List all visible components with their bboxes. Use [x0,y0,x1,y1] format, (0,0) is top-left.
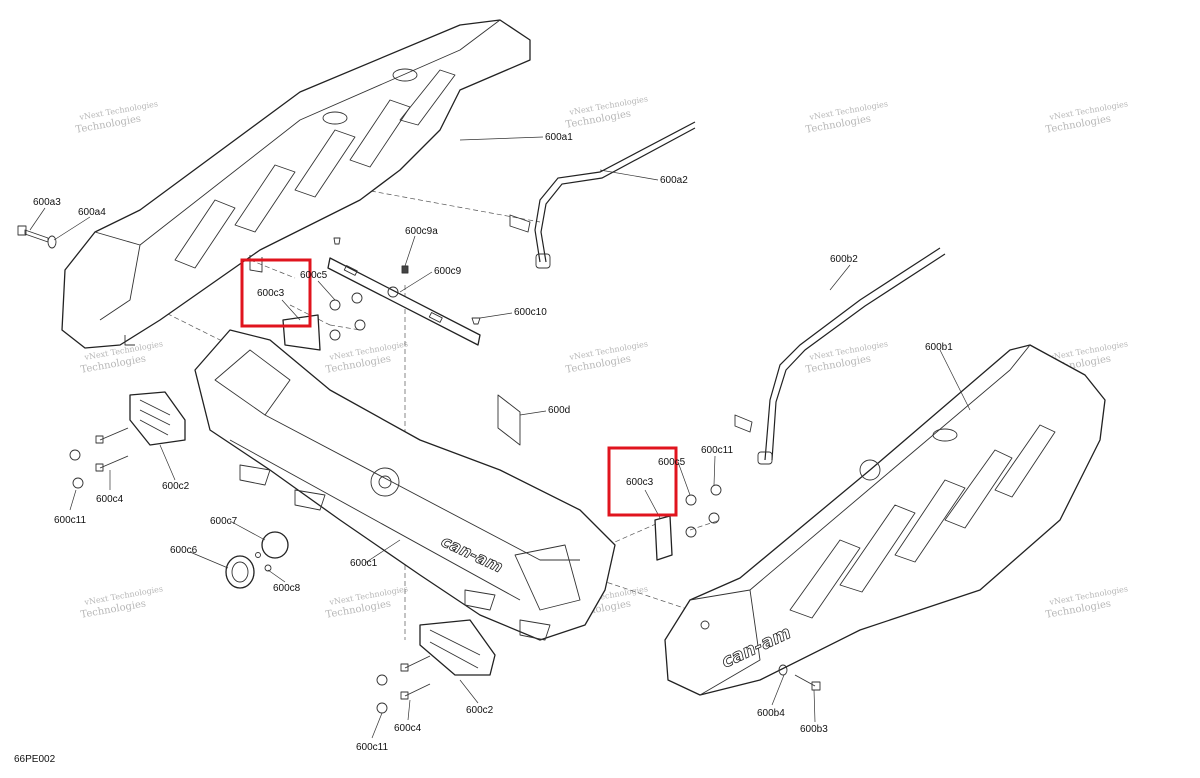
label-600c2-upper: 600c2 [162,481,190,492]
label-600b3: 600b3 [800,724,828,735]
label-600c4-lower: 600c4 [394,723,422,734]
part-labels: 600a1 600a2 600a3 600a4 600c9a 600c9 600… [33,132,953,753]
label-600c1: 600c1 [350,558,378,569]
watermark: vNext Technologies Technologies [325,339,409,376]
label-600c8: 600c8 [273,583,301,594]
label-600a3: 600a3 [33,197,61,208]
watermark: vNext Technologies Technologies [1045,99,1129,136]
part-600c6-emblem [225,555,255,589]
label-600a4: 600a4 [78,207,106,218]
label-600a1: 600a1 [545,132,573,143]
part-600c8-screws [255,552,272,572]
part-600a1-upper-rail [61,19,531,349]
leader-lines [29,136,971,739]
part-600c4-bolts [95,427,431,700]
label-600c3-left: 600c3 [257,288,285,299]
part-600b2-bar [734,247,946,465]
watermark: vNext Technologies Technologies [805,339,889,376]
label-600c11-left: 600c11 [54,515,87,526]
label-600c5-right: 600c5 [658,457,686,468]
label-600c2-lower: 600c2 [466,705,494,716]
watermark: vNext Technologies Technologies [1045,584,1129,621]
part-600c3-bracket-left [282,314,321,351]
highlight-boxes [240,258,678,517]
label-600c5-left: 600c5 [300,270,328,281]
highlight-box-600c3-left [240,258,312,328]
part-600c10-screw [471,317,481,325]
label-600c7: 600c7 [210,516,238,527]
label-600c10: 600c10 [514,307,547,318]
part-600c9a-nut [401,265,409,274]
label-600c4-left: 600c4 [96,494,124,505]
part-600c2-bracket-upper [129,391,186,446]
part-clip [333,237,341,245]
watermark: vNext Technologies Technologies [565,339,649,376]
watermark: vNext Technologies Technologies [325,584,409,621]
part-600c5-nuts-left [329,292,366,341]
part-600c7-disc [261,531,289,559]
part-600b4-washer [778,664,788,676]
label-600c9a: 600c9a [405,226,438,237]
label-600d: 600d [548,405,570,416]
part-600d-decal [497,394,521,446]
part-600c1-bumper: can-am [194,329,616,641]
part-600a2-bar [509,121,696,269]
watermark: vNext Technologies Technologies [805,99,889,136]
label-600c11-lower: 600c11 [356,742,389,753]
watermark: vNext Technologies Technologies [565,94,649,131]
part-600a3-bolt [17,225,49,243]
part-600c9-plate [327,257,481,346]
drawing-code: 66PE002 [14,754,56,765]
part-600c2-bracket-lower [419,619,496,676]
part-600a4-washer [47,235,57,249]
label-600b1: 600b1 [925,342,953,353]
label-600a2: 600a2 [660,175,688,186]
label-600c3-right: 600c3 [626,477,654,488]
watermark: vNext Technologies Technologies [80,584,164,621]
part-600c3-bracket-right [654,515,673,561]
highlight-box-600c3-right [607,446,678,517]
label-600c6: 600c6 [170,545,198,556]
part-600b1-right-rail: can-am [664,344,1106,696]
label-600c11-right: 600c11 [701,445,734,456]
part-600c5-nuts-right [685,484,722,538]
label-600c9: 600c9 [434,266,462,277]
part-600b3-bolt [794,674,821,691]
watermark: vNext Technologies Technologies [75,99,159,136]
label-600b4: 600b4 [757,708,785,719]
label-600b2: 600b2 [830,254,858,265]
